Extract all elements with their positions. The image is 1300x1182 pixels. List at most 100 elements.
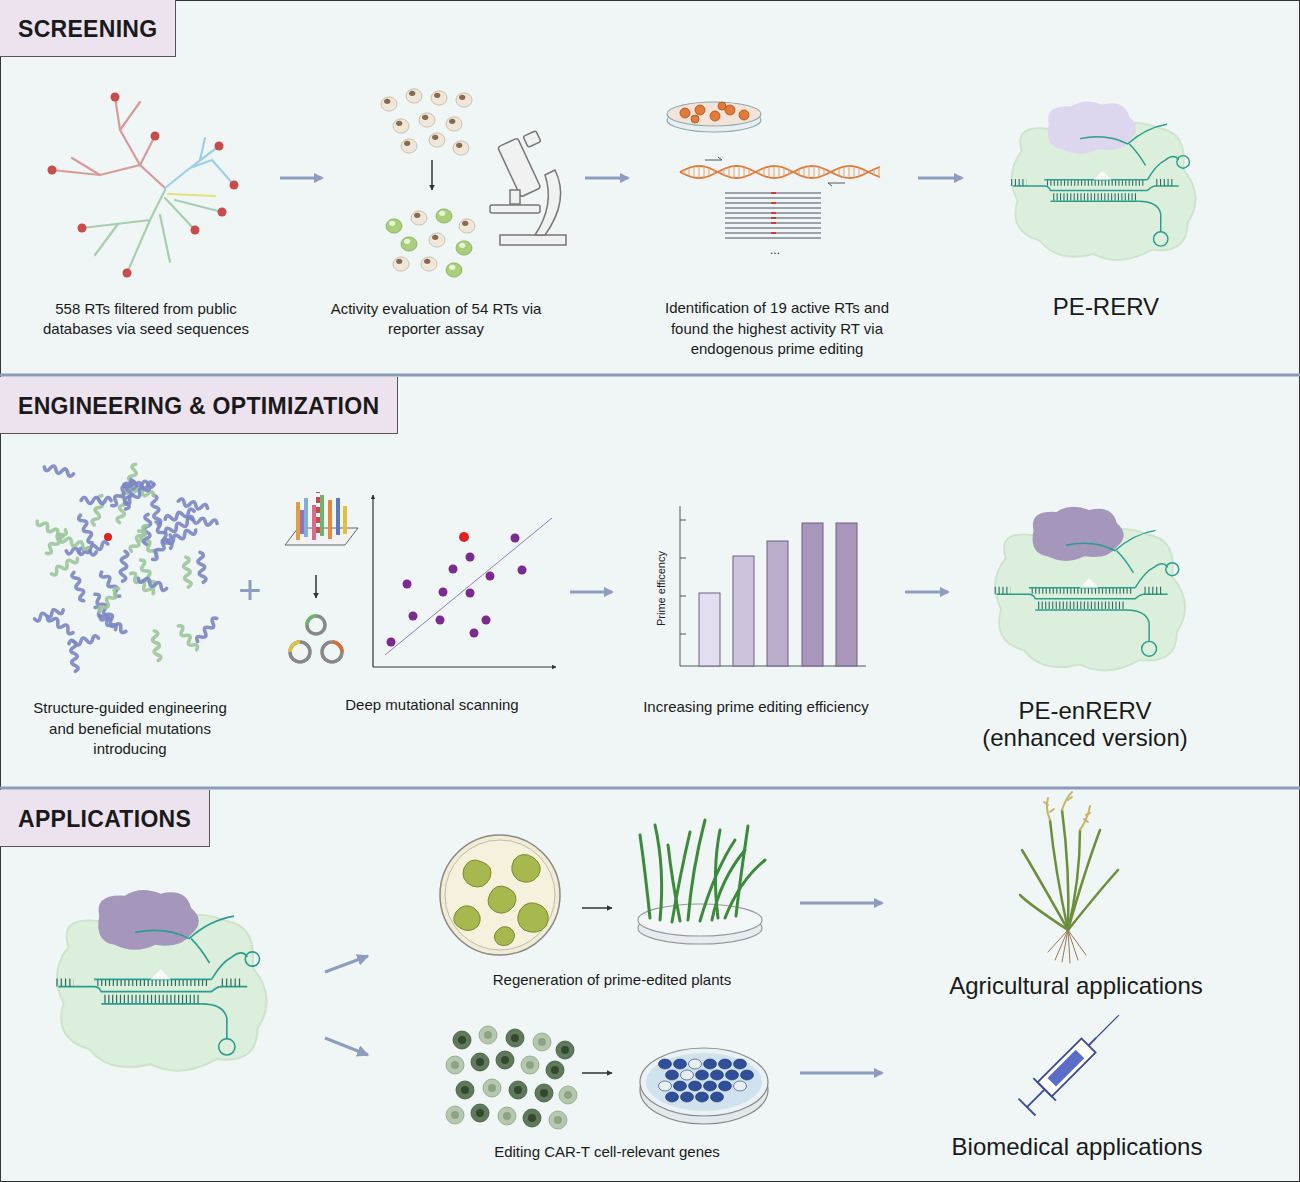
edited-cell	[704, 1059, 717, 1069]
protein-helix	[48, 617, 73, 634]
sequencing-read	[725, 212, 821, 214]
edited-cell	[711, 1092, 724, 1102]
t-cell	[559, 1086, 577, 1104]
dna-rung	[694, 166, 695, 177]
protein-helix	[72, 572, 84, 600]
protein-helix	[178, 626, 197, 650]
sequencing-read	[725, 192, 821, 194]
t-cell	[521, 1056, 539, 1074]
edited-cell	[681, 1070, 694, 1080]
dna-rung	[699, 166, 700, 178]
edit-mark	[771, 217, 776, 219]
protein-helix	[165, 518, 192, 532]
protein-helix	[153, 631, 161, 661]
dna-rung	[774, 166, 775, 178]
flow-arrow	[905, 590, 948, 593]
edited-cell	[666, 1070, 679, 1080]
workflow-step: Identification of 19 active RTs and foun…	[628, 95, 918, 359]
dna-rung	[839, 168, 840, 176]
t-cell	[498, 1107, 516, 1125]
step-caption: Structure-guided engineering and benefic…	[33, 698, 228, 759]
edited-cell	[734, 1059, 747, 1069]
dna-rung	[729, 167, 730, 177]
edited-cell	[681, 1092, 694, 1102]
step-caption: Regeneration of prime-edited plants	[467, 970, 757, 990]
dna-rung	[744, 167, 745, 177]
protein-helix	[184, 557, 192, 587]
step-caption: Editing CAR-T cell-relevant genes	[462, 1142, 752, 1162]
dna-rung	[784, 168, 785, 176]
tool-name: PE-enRERV (enhanced version)	[970, 698, 1200, 752]
section-heading: ENGINEERING & OPTIMIZATION	[0, 377, 398, 434]
t-cell	[446, 1106, 464, 1124]
edit-mark	[771, 212, 776, 214]
edited-cell	[741, 1070, 754, 1080]
step-caption: Increasing prime editing efficiency	[626, 697, 886, 717]
tool-name: Biomedical applications	[927, 1134, 1227, 1161]
protein-helix	[37, 521, 63, 538]
sequencing-read	[725, 207, 821, 209]
edited-cell	[719, 1081, 732, 1091]
t-cell	[556, 1041, 574, 1059]
flow-arrow	[585, 176, 628, 179]
dna-rung	[719, 171, 720, 172]
sequencing-read	[725, 227, 821, 229]
dna-rung	[749, 169, 750, 175]
section-panel: APPLICATIONS Regeneration of prime-edited…	[0, 790, 1300, 1182]
t-cell	[523, 1109, 541, 1127]
edited-cell	[689, 1059, 702, 1069]
dna-rung	[789, 170, 790, 174]
sequencing-read	[725, 222, 821, 224]
protein-helix	[100, 616, 126, 633]
edit-mark	[771, 222, 776, 224]
protein-helix	[35, 610, 64, 621]
edited-cell	[726, 1070, 739, 1080]
dna-rung	[759, 170, 760, 174]
section-panel: ENGINEERING & OPTIMIZATION Structure-guid…	[0, 377, 1300, 787]
workflow-step: Regeneration of prime-edited plants	[430, 820, 800, 990]
workflow-step: Deep mutational scanning	[280, 455, 570, 715]
flow-arrow	[280, 176, 322, 179]
workflow-step: PE-enRERV (enhanced version)	[948, 500, 1222, 752]
protein-helix	[125, 486, 150, 504]
protein-helix	[81, 497, 111, 503]
dna-rung	[754, 171, 755, 172]
protein-helix	[138, 578, 166, 590]
workflow-step: Biomedical applications	[882, 1015, 1270, 1161]
dna-rung	[834, 170, 835, 173]
t-cell	[533, 1033, 551, 1051]
sequencing-read	[725, 217, 821, 219]
edited-cell	[719, 1059, 732, 1069]
dna-rung	[779, 166, 780, 177]
plus-sign: +	[238, 570, 261, 610]
t-cell	[453, 1031, 471, 1049]
workflow-step: Editing CAR-T cell-relevant genes	[430, 1015, 800, 1162]
step-caption: Activity evaluation of 54 RTs via report…	[324, 299, 548, 340]
edited-cell	[734, 1081, 747, 1091]
sequencing-read	[725, 202, 821, 204]
dna-rung	[764, 168, 765, 176]
protein-helix	[60, 538, 89, 549]
dna-rung	[864, 170, 865, 174]
protein-helix	[71, 641, 78, 671]
edited-cell	[659, 1059, 672, 1069]
edited-cell	[666, 1092, 679, 1102]
section-heading: APPLICATIONS	[0, 790, 210, 847]
dna-rung	[854, 166, 855, 177]
edited-cell	[696, 1092, 709, 1102]
protein-helix	[178, 499, 207, 509]
protein-helix	[79, 515, 92, 543]
flow-arrow	[570, 590, 612, 593]
step-caption: 558 RTs filtered from public databases v…	[21, 299, 271, 340]
dna-rung	[704, 167, 705, 178]
dna-strand	[680, 166, 880, 178]
protein-helix	[52, 558, 78, 575]
section-panel: SCREENING558 RTs filtered from public da…	[0, 0, 1300, 373]
edited-cell	[689, 1081, 702, 1091]
edited-cell	[696, 1070, 709, 1080]
dna-rung	[869, 171, 870, 173]
t-cell	[446, 1056, 464, 1074]
sequencing-read	[725, 197, 821, 199]
